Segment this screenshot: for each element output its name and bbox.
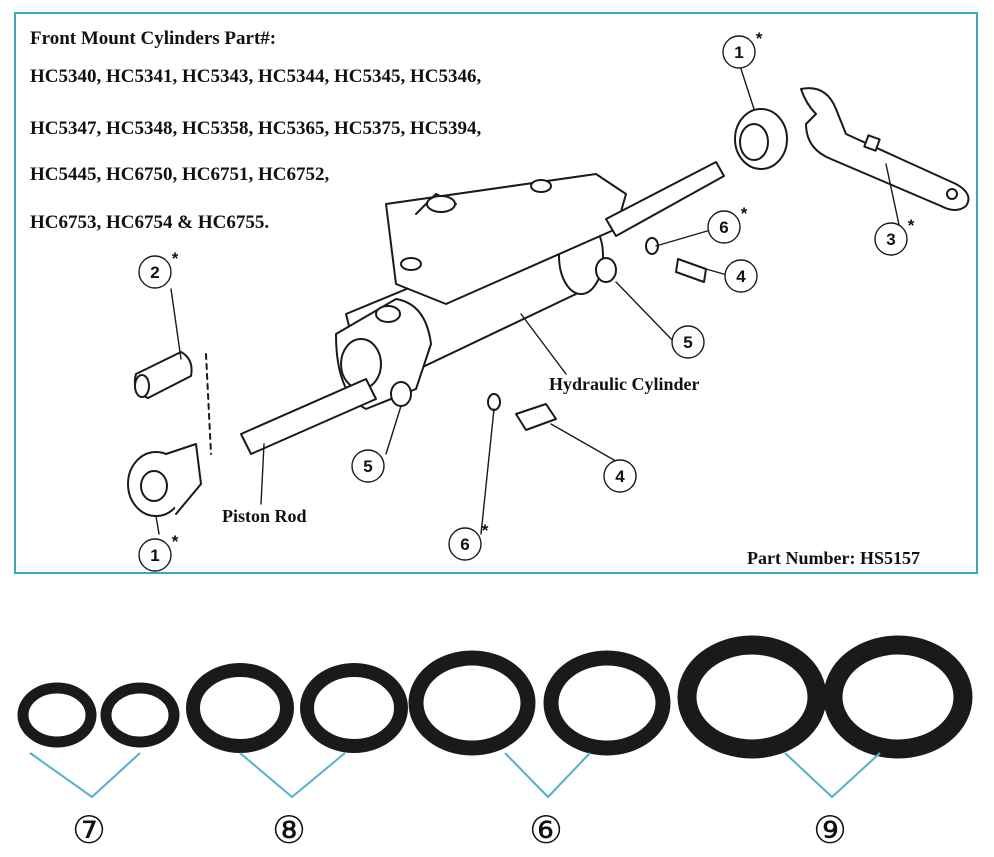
oring-xlarge (677, 635, 827, 759)
callout-circle (138, 255, 172, 289)
oring-large (543, 650, 671, 756)
group-label-7: ⑦ (72, 808, 107, 852)
callout-4-left: 4 (615, 467, 625, 486)
callout-3: 3 (886, 230, 895, 249)
group-label-6: ⑥ (529, 808, 564, 852)
seal-tool (133, 351, 212, 455)
callout-1-bottom: 1 (150, 546, 159, 565)
callout-star: * (172, 249, 179, 268)
oring-small (17, 682, 97, 748)
callout-6-top: 6 (719, 218, 728, 237)
callout-star: * (741, 204, 748, 223)
callout-circle (707, 210, 741, 244)
oring-large (408, 650, 536, 756)
bleeder-fittings (390, 237, 707, 431)
callout-star: * (908, 216, 915, 235)
hydraulic-cylinder-body (335, 173, 627, 410)
piston-rod (240, 161, 725, 455)
model-list-line: HC5340, HC5341, HC5343, HC5344, HC5345, … (30, 66, 482, 87)
callout-star: * (172, 532, 179, 551)
oring-medium (300, 663, 408, 753)
callout-2: 2 (150, 263, 159, 282)
callout-star: * (756, 29, 763, 48)
oring-panel: ⑦ ⑧ ⑥ ⑨ (0, 590, 994, 852)
callout-5-left: 5 (363, 457, 372, 476)
callout-circle (671, 325, 705, 359)
oring-medium (186, 663, 294, 753)
leader-lines (155, 68, 902, 535)
callout-6-bottom: 6 (460, 535, 469, 554)
group-brackets (29, 752, 881, 799)
callout-circle (351, 449, 385, 483)
callout-circle (724, 259, 758, 293)
callout-5-right: 5 (683, 333, 692, 352)
oring-small (100, 682, 180, 748)
model-list-line: HC6753, HC6754 & HC6755. (30, 212, 270, 233)
left-gland-nut (127, 443, 202, 517)
callout-circle (448, 527, 482, 561)
callout-1-top: 1 (734, 43, 743, 62)
cylinder-exploded-drawing: 1 * 2 * 3 * 4 4 5 5 6 * 6 * 1 * (127, 29, 970, 572)
callout-circle (603, 459, 637, 493)
callout-circle (874, 222, 908, 256)
diagram-panel: Front Mount Cylinders Part#: HC5340, HC5… (14, 12, 978, 574)
callout-star: * (482, 521, 489, 540)
header-title: Front Mount Cylinders Part#: (30, 28, 277, 49)
callout-circle (138, 538, 172, 572)
callout-4-right: 4 (736, 267, 746, 286)
group-label-9: ⑨ (813, 808, 848, 852)
right-gland-nut (734, 108, 788, 170)
oring-photo (17, 635, 973, 799)
label-part-number: Part Number: HS5157 (747, 548, 920, 568)
label-hydraulic-cylinder: Hydraulic Cylinder (549, 374, 700, 394)
model-list-line: HC5347, HC5348, HC5358, HC5365, HC5375, … (30, 118, 482, 139)
label-piston-rod: Piston Rod (222, 506, 307, 526)
spanner-wrench (800, 87, 970, 211)
callout-markers (138, 35, 908, 572)
model-list-line: HC5445, HC6750, HC6751, HC6752, (30, 164, 330, 185)
oring-xlarge (823, 635, 973, 759)
group-label-8: ⑧ (272, 808, 307, 852)
callout-circle (722, 35, 756, 69)
